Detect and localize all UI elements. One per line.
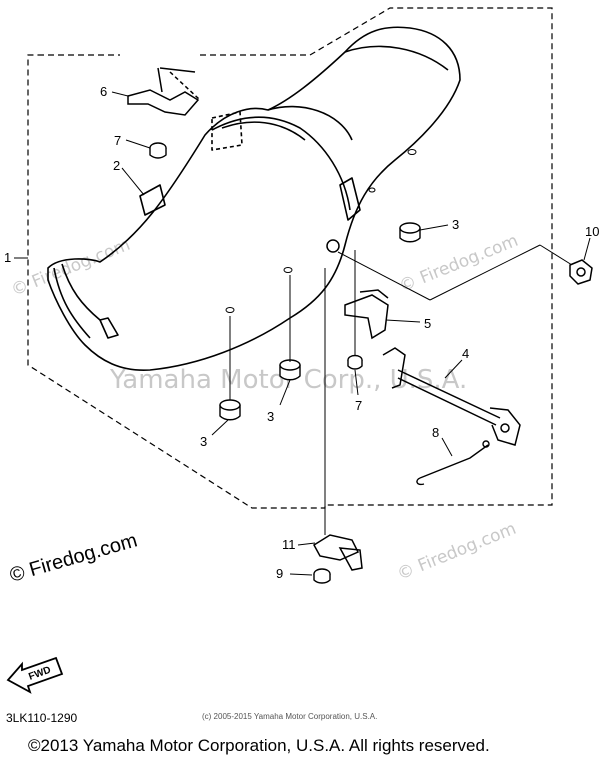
- callout-10: 10: [585, 224, 599, 239]
- seat-lock-hole: [326, 239, 340, 253]
- grommet-3-right: [399, 222, 421, 243]
- callout-3-left: 3: [200, 434, 207, 449]
- callout-3-mid: 3: [267, 409, 274, 424]
- callout-7-lower: 7: [355, 398, 362, 413]
- nut-10: [569, 259, 593, 285]
- lock-rod-4: [382, 347, 521, 446]
- assembly-boundary: [27, 7, 553, 509]
- bracket-5: [344, 289, 389, 340]
- callout-8: 8: [432, 425, 439, 440]
- callout-3-right: 3: [452, 217, 459, 232]
- spring-8: [416, 440, 490, 486]
- nut-7-upper: [149, 142, 167, 159]
- callout-4: 4: [462, 346, 469, 361]
- callout-1: 1: [4, 250, 11, 265]
- seat-lock-11: [313, 534, 363, 571]
- seat: [47, 26, 461, 371]
- nut-7-lower: [347, 354, 363, 370]
- fwd-arrow-icon: FWD: [6, 656, 64, 694]
- small-copyright: (c) 2005-2015 Yamaha Motor Corporation, …: [202, 712, 378, 721]
- grommet-3-mid: [279, 359, 301, 381]
- grommet-3-left: [219, 399, 241, 421]
- callout-5: 5: [424, 316, 431, 331]
- bracket-6: [127, 67, 201, 116]
- watermark-left-bottom: © Firedog.com: [7, 529, 139, 586]
- callout-6: 6: [100, 84, 107, 99]
- watermark-left-top: © Firedog.com: [8, 235, 133, 301]
- watermark-right-bottom: © Firedog.com: [394, 519, 519, 585]
- callout-11: 11: [282, 537, 296, 552]
- callout-9: 9: [276, 566, 283, 581]
- leader-lines: [111, 91, 591, 576]
- footer-copyright: ©2013 Yamaha Motor Corporation, U.S.A. A…: [28, 736, 490, 755]
- mount-holes: [225, 149, 417, 313]
- callout-7-upper: 7: [114, 133, 121, 148]
- nut-9: [313, 568, 331, 584]
- part-code: 3LK110-1290: [6, 711, 78, 725]
- callout-2: 2: [113, 158, 120, 173]
